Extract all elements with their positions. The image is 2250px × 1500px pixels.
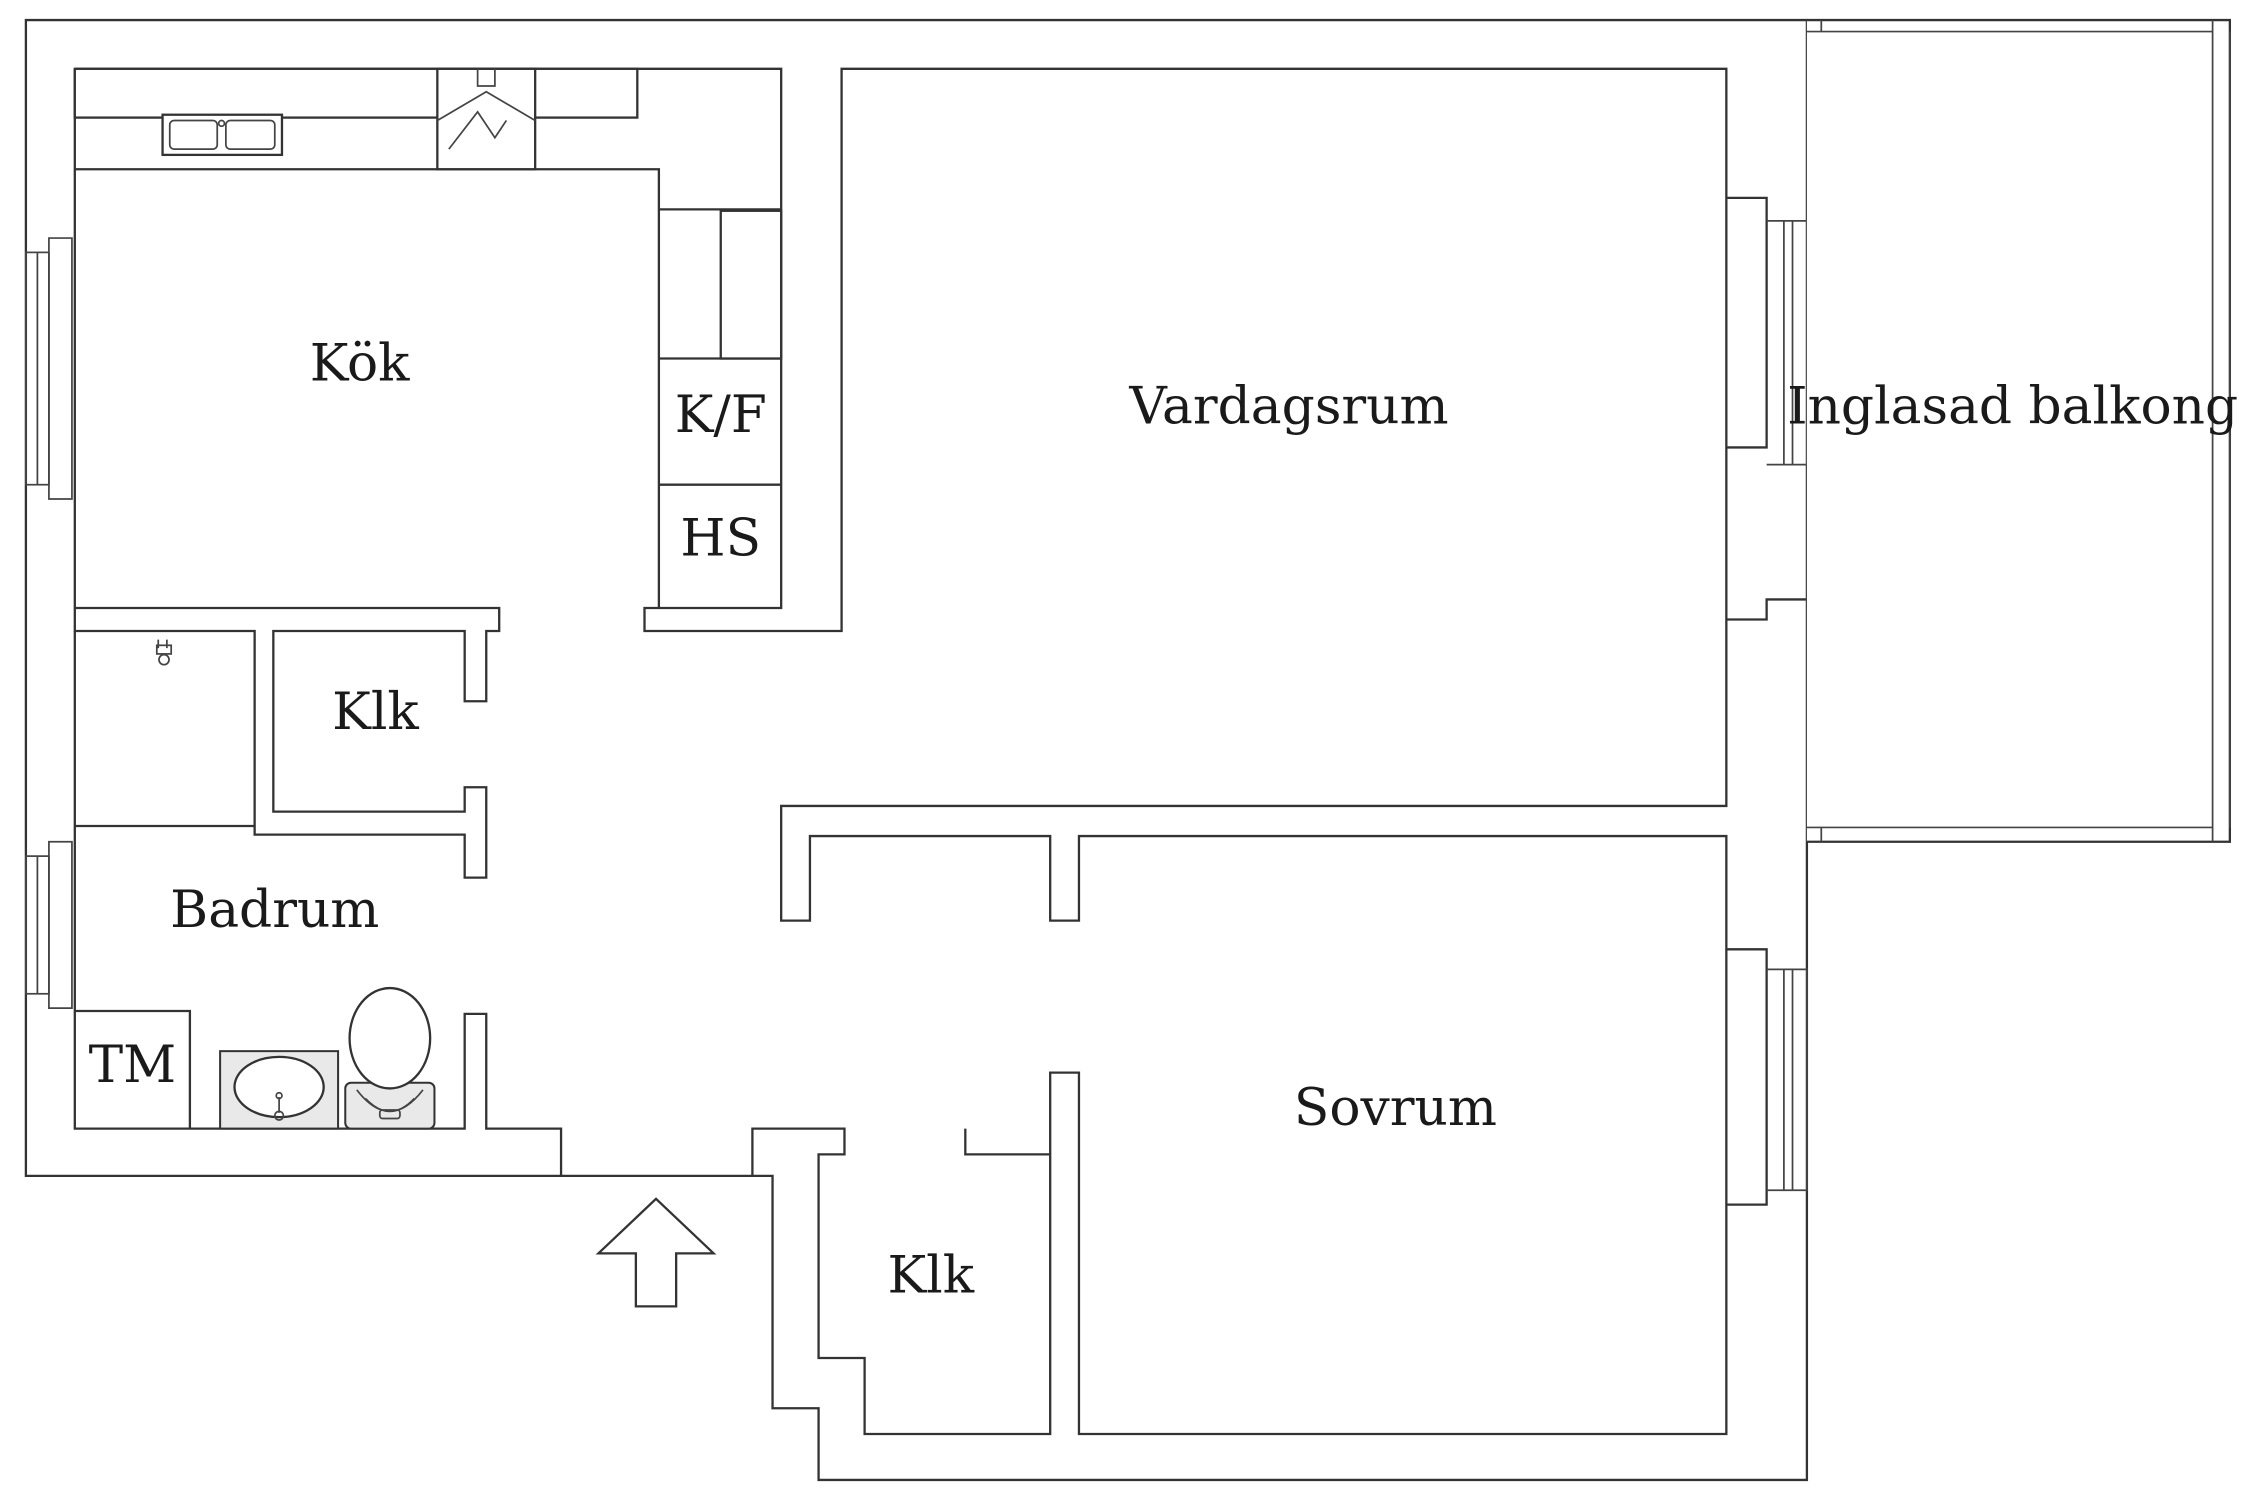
room-labels: Kök Vardagsrum Inglasad balkong Klk Badr… <box>89 334 2239 1306</box>
outer-walls <box>24 18 1809 1482</box>
wall-kitchen-inner <box>74 168 661 609</box>
glazed-balcony <box>1806 18 2232 843</box>
room-label-kitchen: Kök <box>310 334 411 394</box>
wall-bedroom-right <box>1726 948 1768 1206</box>
faucet-icon <box>155 639 173 666</box>
room-label-bedroom: Sovrum <box>1294 1078 1497 1138</box>
kitchen-sink-icon <box>161 113 284 157</box>
washbasin-icon <box>219 1050 340 1130</box>
room-label-glazed-balcony: Inglasad balkong <box>1787 377 2238 437</box>
appliance-label-tall-cabinet: HS <box>680 509 761 569</box>
window-kitchen-frame <box>36 237 73 500</box>
room-label-closet-hall: Klk <box>332 682 419 742</box>
window-bathroom-frame <box>36 840 73 1009</box>
tall-cabinet-fixture <box>719 209 783 360</box>
stove-icon <box>436 68 536 150</box>
entrance-arrow-icon <box>595 1197 717 1308</box>
window-bedroom <box>1766 968 1808 1192</box>
wall-living-notch <box>1726 598 1807 621</box>
appliance-label-fridge-freezer: K/F <box>675 385 767 445</box>
wall-closet-bedroom <box>964 1128 1051 1156</box>
wall-tm-cabinet <box>74 1009 192 1129</box>
range-hood-icon <box>436 67 537 171</box>
wall-kitchen-left <box>73 68 501 879</box>
room-label-bathroom: Badrum <box>170 880 379 940</box>
balcony-glazing <box>1806 20 2231 842</box>
wall-living-right <box>1726 196 1768 449</box>
windows-left <box>25 237 73 1009</box>
bathroom-fixtures <box>155 639 436 1130</box>
counter-top <box>73 67 639 119</box>
inner-wall-top <box>74 67 1728 1436</box>
wall-bathroom <box>73 630 563 1176</box>
kitchen-counter <box>73 67 783 360</box>
toilet-icon <box>344 986 436 1130</box>
room-label-closet-bedroom: Klk <box>887 1246 974 1306</box>
room-label-living-room: Vardagsrum <box>1128 377 1448 437</box>
appliance-label-washing-machine: TM <box>89 1035 177 1095</box>
